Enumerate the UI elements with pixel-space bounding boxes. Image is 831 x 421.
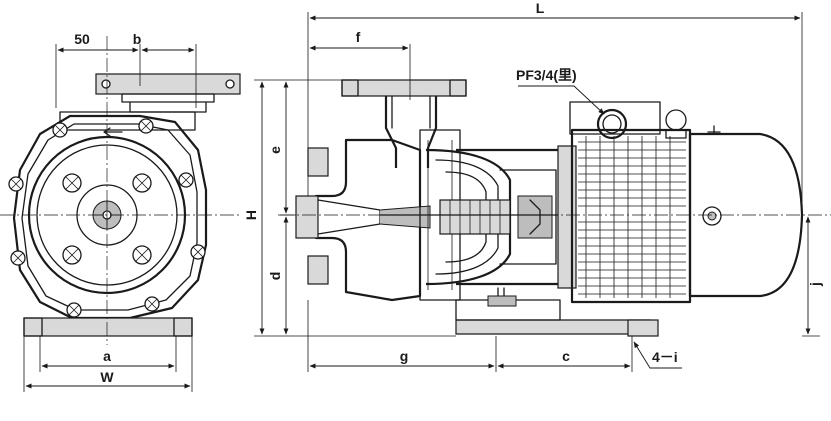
label-H: H: [243, 210, 259, 220]
motor-body: [570, 128, 692, 304]
front-flange-bolts: [62, 173, 152, 265]
label-j: j: [807, 282, 823, 287]
motor-fins: [578, 136, 686, 298]
side-casing: [314, 138, 422, 302]
fan-cover: [688, 132, 804, 298]
label-w: W: [100, 369, 114, 385]
label-d: d: [267, 272, 283, 281]
magnet-coupling: [439, 199, 511, 235]
front-view: [0, 36, 241, 392]
label-port-callout: PF3/4(里): [516, 67, 577, 83]
front-casing-bolts: [8, 118, 206, 318]
label-a: a: [103, 348, 111, 364]
side-base: [455, 319, 651, 335]
lifting-eye: [665, 109, 687, 131]
label-g: g: [400, 348, 409, 364]
terminal-box: [569, 101, 661, 135]
side-suction-flange: [295, 195, 319, 239]
conduit-port: [596, 108, 628, 140]
label-c: c: [562, 348, 570, 364]
front-discharge-flange: [95, 73, 241, 95]
label-50: 50: [74, 31, 90, 47]
label-L: L: [536, 0, 545, 16]
label-b: b: [133, 31, 142, 47]
label-e: e: [267, 146, 283, 154]
label-holes-callout: 4－i: [652, 349, 678, 365]
front-casing: [12, 114, 208, 320]
front-base: [23, 317, 193, 337]
side-view: [254, 12, 831, 372]
side-discharge-flange: [341, 79, 467, 97]
label-f: f: [356, 29, 361, 45]
